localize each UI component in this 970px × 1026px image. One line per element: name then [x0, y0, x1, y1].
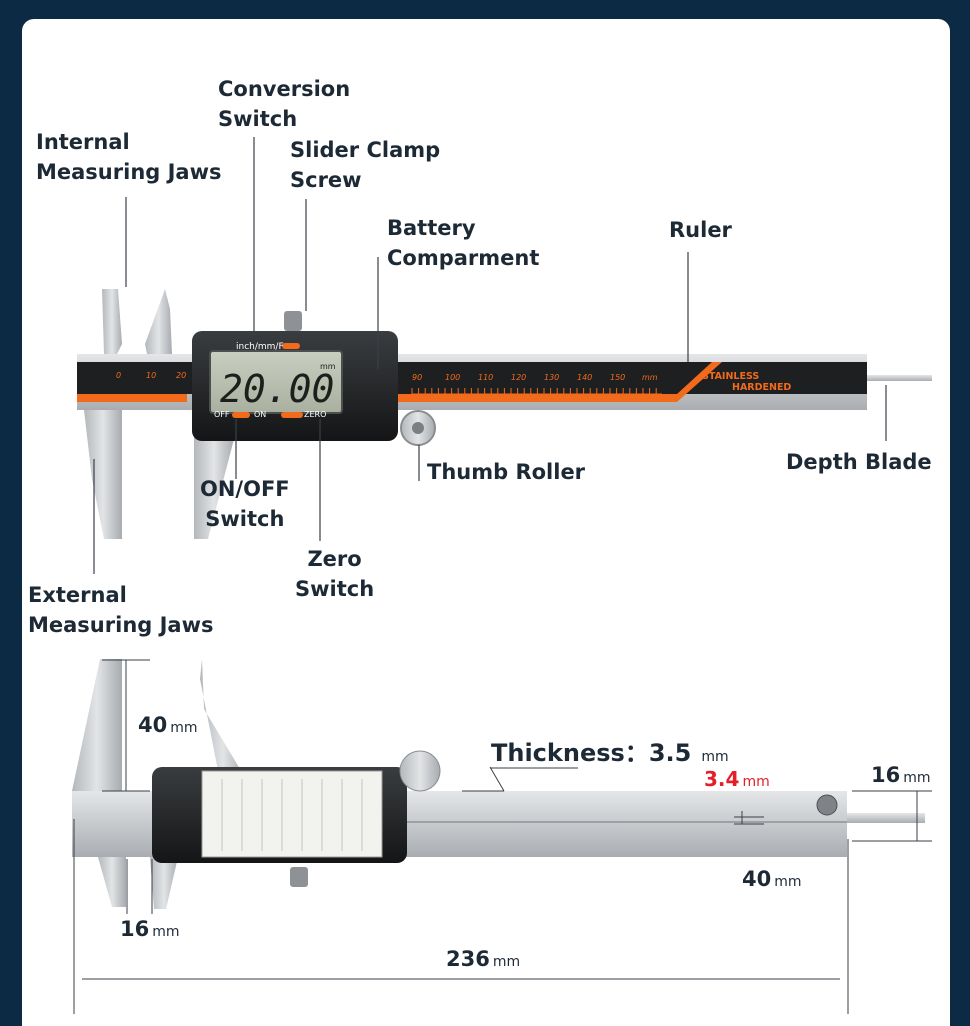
depth-blade	[864, 375, 932, 381]
off-on-button	[232, 412, 250, 418]
label-ruler: Ruler	[669, 218, 732, 242]
scale-in-text: in	[644, 393, 650, 401]
digital-caliper: inch/mm/F 20.00 mm OFF ON ZERO STAINLESS…	[77, 289, 932, 539]
lower-jaw-sliding	[150, 857, 178, 909]
hardened-text: HARDENED	[732, 382, 791, 393]
conversion-text: inch/mm/F	[236, 342, 284, 352]
stainless-text: STAINLESS	[702, 371, 759, 382]
conversion-button	[282, 343, 300, 349]
lcd-reading: 20.00	[220, 367, 334, 411]
external-jaw-fixed	[84, 410, 122, 539]
scale-label: 0	[116, 371, 121, 380]
internal-jaw-fixed	[102, 289, 122, 354]
scale-label: 10	[146, 371, 156, 380]
slider-clamp-screw	[284, 311, 302, 331]
on-text: ON	[254, 410, 266, 419]
scale-label: 150	[610, 373, 625, 382]
label-thumb-roller: Thumb Roller	[427, 460, 586, 484]
upper-jaw-fixed	[72, 659, 122, 791]
scale-label: 110	[478, 373, 493, 382]
external-jaw-sliding	[194, 419, 234, 539]
off-text: OFF	[214, 410, 230, 419]
leader-lines-top	[93, 137, 887, 574]
lcd-unit: mm	[320, 362, 336, 371]
spec-sticker	[201, 770, 383, 858]
lcd-screen	[209, 350, 343, 414]
scale-mm-text: mm	[642, 373, 658, 382]
lower-jaw-fixed	[98, 857, 126, 907]
internal-jaw-sliding	[145, 289, 172, 354]
depth-blade-back	[847, 813, 925, 823]
scale-label: 130	[544, 373, 559, 382]
scale-label: 140	[577, 373, 592, 382]
diagram-card: inch/mm/F 20.00 mm OFF ON ZERO STAINLESS…	[22, 19, 950, 1026]
scale-label: 20	[176, 371, 186, 380]
scale-labels-right: 90 100 110 120 130 140 150	[412, 373, 625, 382]
scale-label: 90	[412, 373, 422, 382]
scale-label: 100	[445, 373, 460, 382]
scale-labels-left: 0 10 20	[116, 371, 186, 380]
caliper-back-view	[72, 659, 925, 909]
label-depth-blade: Depth Blade	[786, 450, 932, 474]
caliper-artwork: inch/mm/F 20.00 mm OFF ON ZERO STAINLESS…	[72, 137, 932, 1014]
zero-text: ZERO	[304, 410, 326, 419]
zero-button	[281, 412, 303, 418]
scale-label: 120	[511, 373, 526, 382]
scale-ticks	[411, 388, 662, 395]
dimension-lines	[73, 659, 932, 1014]
